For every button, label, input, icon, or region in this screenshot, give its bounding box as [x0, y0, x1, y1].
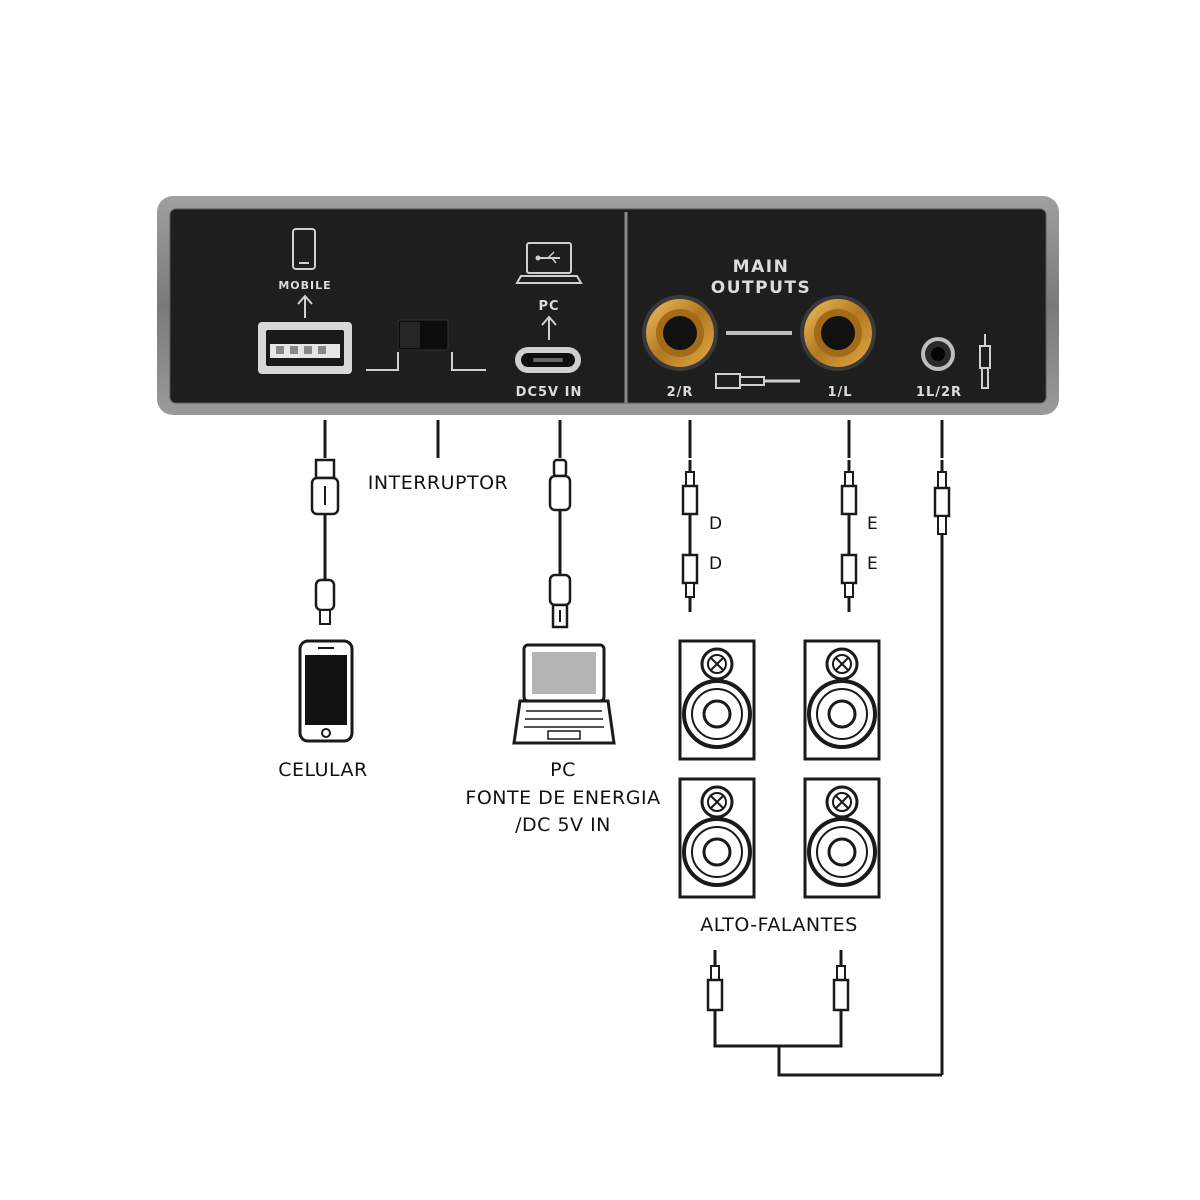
laptop-usb-icon — [515, 242, 583, 284]
usb-c-cable-pc — [548, 458, 572, 629]
main-outputs-label: MAIN — [733, 257, 790, 277]
dc-input-label: /DC 5V IN — [515, 814, 611, 836]
speaker-bottom-left — [803, 777, 881, 899]
bottom-wiring — [713, 1010, 942, 1077]
headphone-jack[interactable] — [921, 337, 955, 371]
device-rear-panel: MOBILE — [157, 196, 1059, 415]
output-left-label: 1/L — [827, 385, 852, 400]
speakers-label: ALTO-FALANTES — [700, 914, 858, 936]
headphone-label: 1L/2R — [916, 385, 962, 400]
speaker-bottom-right — [678, 777, 756, 899]
jack-cable-right — [681, 460, 699, 612]
arrow-up-icon — [297, 294, 313, 318]
jack-cable-left — [840, 460, 858, 612]
speaker-top-right — [678, 639, 756, 761]
laptop-icon — [512, 643, 616, 745]
left-channel-label-top: E — [867, 514, 878, 534]
dc-in-label: DC5V IN — [516, 385, 583, 400]
main-outputs-label-2: OUTPUTS — [711, 278, 811, 298]
mini-jack-icon — [979, 334, 991, 389]
arrow-up-icon — [541, 315, 557, 340]
connection-lines — [323, 420, 944, 458]
output-jack-left[interactable] — [800, 295, 876, 371]
power-source-label: FONTE DE ENERGIA — [465, 787, 660, 809]
right-channel-label-top: D — [709, 514, 722, 534]
phone-label: CELULAR — [278, 759, 368, 781]
usb-c-port[interactable] — [515, 347, 581, 373]
mini-jack-cable — [933, 460, 951, 1075]
pc-port-label: PC — [538, 299, 559, 314]
switch-label: INTERRUPTOR — [368, 472, 508, 494]
smartphone-icon — [298, 639, 354, 743]
pc-label: PC — [550, 759, 576, 781]
mobile-phone-icon — [292, 228, 316, 270]
usb-cable-phone — [310, 458, 340, 625]
power-switch[interactable] — [366, 319, 486, 371]
output-right-label: 2/R — [667, 385, 694, 400]
usb-a-port[interactable] — [258, 322, 352, 374]
jack-plug-icon — [715, 373, 800, 389]
output-jack-right[interactable] — [642, 295, 718, 371]
right-channel-label-bottom: D — [709, 554, 722, 574]
speaker-top-left — [803, 639, 881, 761]
mobile-label: MOBILE — [278, 279, 331, 292]
left-channel-label-bottom: E — [867, 554, 878, 574]
speaker-input-plugs — [706, 950, 850, 1012]
